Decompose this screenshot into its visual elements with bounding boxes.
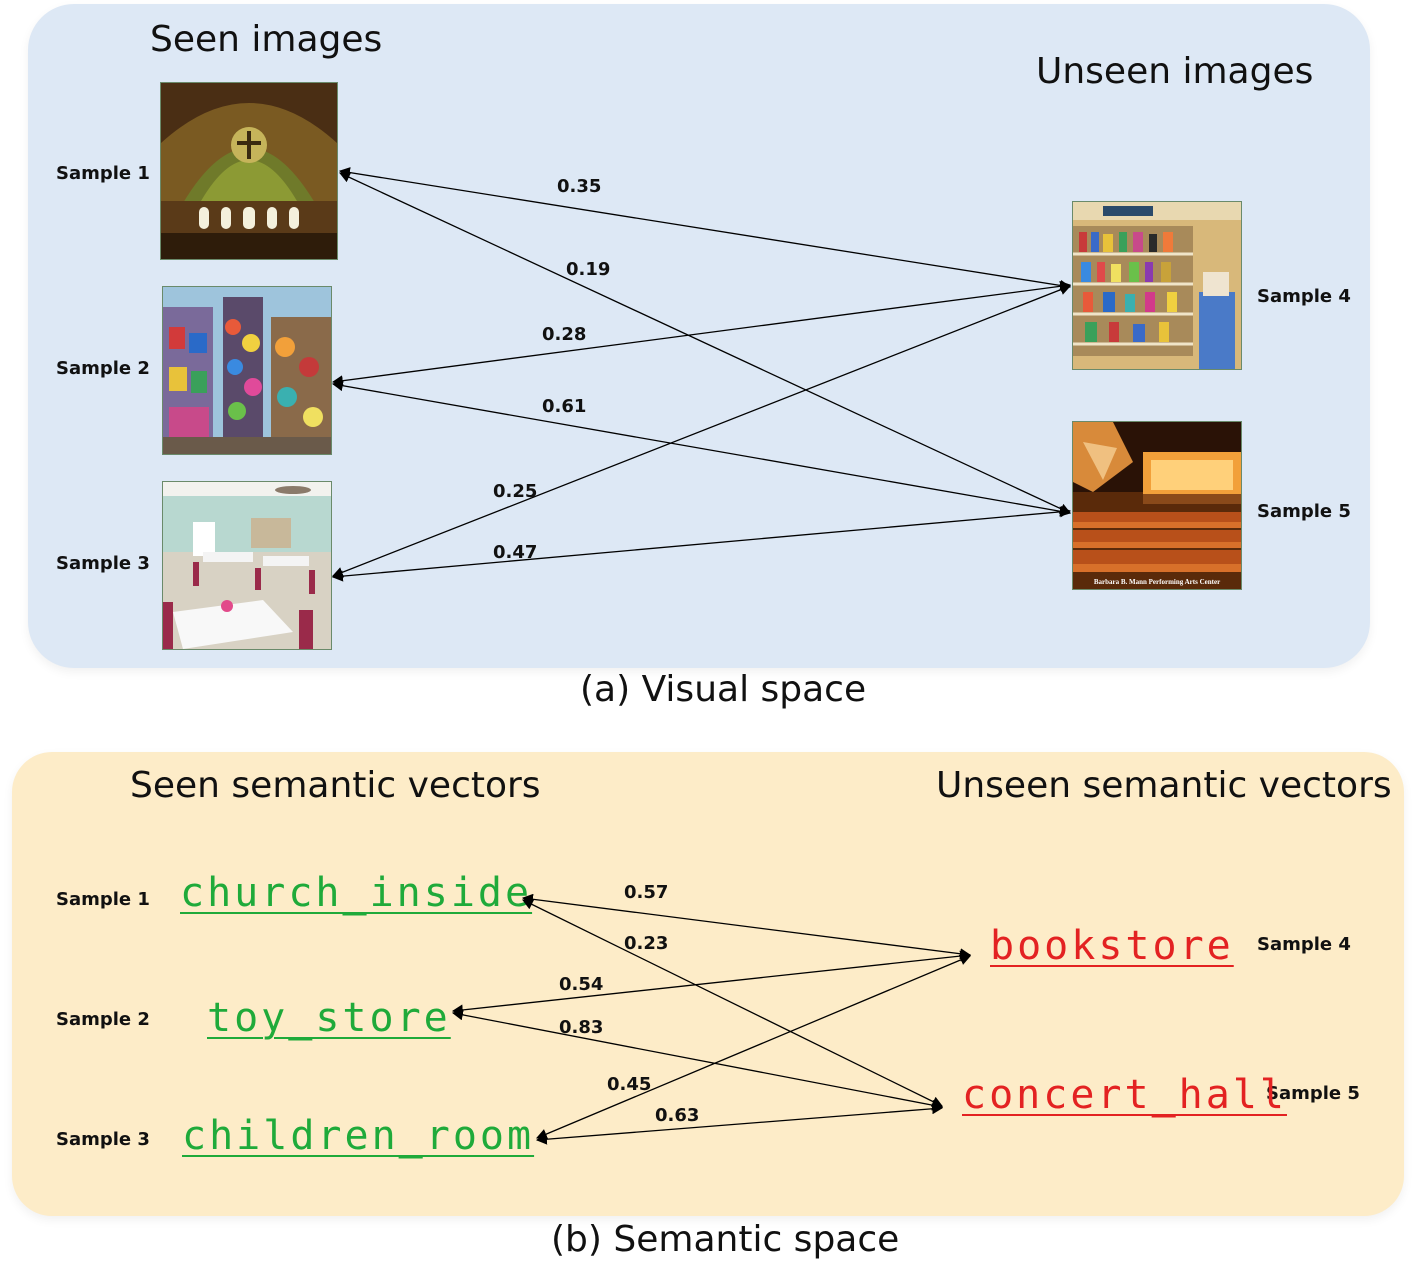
semantic-sample-5-label: Sample 5: [1266, 1083, 1360, 1104]
semantic-weight-s3-s4: 0.45: [607, 1074, 652, 1095]
semantic-weight-s2-s4: 0.54: [559, 974, 604, 995]
visual-weight-s3-s5: 0.47: [493, 542, 538, 563]
word-bookstore: bookstore: [990, 923, 1234, 969]
children-room-image: [162, 481, 332, 650]
visual-sample-2-label: Sample 2: [56, 358, 150, 379]
word-concert-hall: concert_hall: [962, 1072, 1287, 1118]
visual-sample-4-label: Sample 4: [1257, 286, 1351, 307]
bookstore-image: [1072, 201, 1242, 370]
visual-weight-s3-s4: 0.25: [493, 481, 538, 502]
visual-sample-5-label: Sample 5: [1257, 501, 1351, 522]
visual-weight-s1-s5: 0.19: [566, 259, 611, 280]
visual-space-caption: (a) Visual space: [580, 669, 867, 710]
semantic-weight-s1-s5: 0.23: [624, 933, 669, 954]
visual-weight-s1-s4: 0.35: [557, 176, 602, 197]
visual-weight-s2-s5: 0.61: [542, 396, 587, 417]
visual-weight-s2-s4: 0.28: [542, 324, 587, 345]
unseen-semantic-heading: Unseen semantic vectors: [936, 765, 1392, 806]
seen-images-heading: Seen images: [150, 19, 383, 60]
unseen-images-heading: Unseen images: [1036, 51, 1314, 92]
toy-store-image: [162, 286, 332, 455]
visual-sample-1-label: Sample 1: [56, 163, 150, 184]
seen-semantic-heading: Seen semantic vectors: [130, 765, 541, 806]
semantic-weight-s1-s4: 0.57: [624, 882, 669, 903]
concert-hall-image-caption: Barbara B. Mann Performing Arts Center: [1094, 578, 1220, 586]
semantic-space-caption: (b) Semantic space: [551, 1219, 900, 1260]
word-toy-store: toy_store: [207, 995, 451, 1041]
visual-sample-3-label: Sample 3: [56, 553, 150, 574]
semantic-weight-s2-s5: 0.83: [559, 1017, 604, 1038]
semantic-weight-s3-s5: 0.63: [655, 1105, 700, 1126]
word-children-room: children_room: [182, 1113, 535, 1159]
word-church-inside: church_inside: [180, 870, 533, 916]
semantic-sample-2-label: Sample 2: [56, 1009, 150, 1030]
church-interior-image: [160, 82, 338, 260]
semantic-sample-1-label: Sample 1: [56, 889, 150, 910]
semantic-sample-3-label: Sample 3: [56, 1129, 150, 1150]
semantic-sample-4-label: Sample 4: [1257, 934, 1351, 955]
concert-hall-image: Barbara B. Mann Performing Arts Center: [1072, 421, 1242, 590]
